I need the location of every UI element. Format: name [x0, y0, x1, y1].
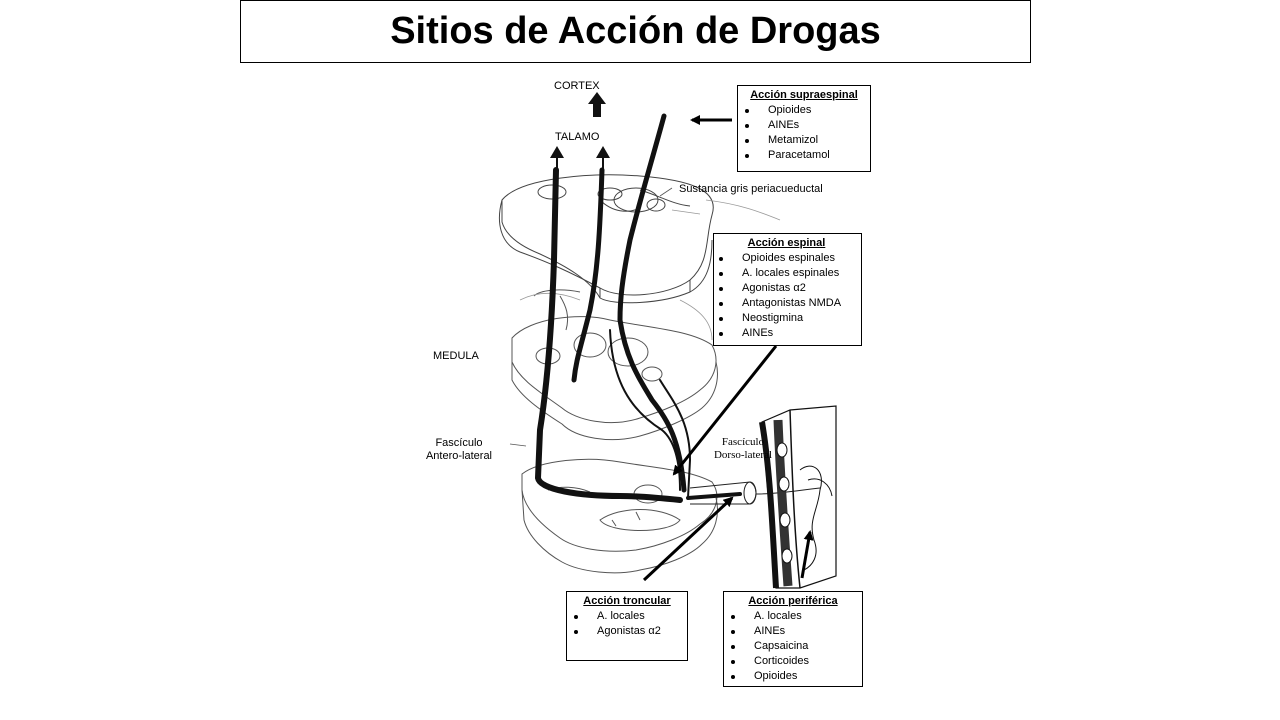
box-accion-supraespinal: Acción supraespinal Opioides AINEs Metam…: [737, 85, 871, 172]
box-supraespinal-list: Opioides AINEs Metamizol Paracetamol: [744, 103, 864, 163]
pointer-arrows: [642, 115, 814, 582]
upward-arrows: [550, 92, 610, 172]
list-item: A. locales espinales: [718, 266, 855, 281]
box-accion-troncular: Acción troncular A. locales Agonistas α2: [566, 591, 688, 661]
list-item: AINEs: [744, 118, 864, 133]
list-item: Opioides espinales: [718, 251, 855, 266]
label-sustancia-gris: Sustancia gris periacueductal: [679, 183, 823, 195]
list-item: Neostigmina: [718, 311, 855, 326]
peripheral-nerve: [689, 481, 821, 505]
list-item: A. locales: [573, 609, 681, 624]
list-item: Opioides: [744, 103, 864, 118]
list-item: Corticoides: [730, 654, 856, 669]
label-cortex: CORTEX: [554, 80, 600, 92]
list-item: Agonistas α2: [718, 281, 855, 296]
list-item: Metamizol: [744, 133, 864, 148]
list-item: Agonistas α2: [573, 624, 681, 639]
label-fasciculo-antero-line1: Fascículo: [435, 437, 483, 449]
label-fasciculo-dorso-line1: Fascículo: [721, 436, 765, 448]
ascending-pathways: [534, 113, 742, 503]
spinal-cord-slab: [521, 458, 718, 574]
box-troncular-title: Acción troncular: [583, 595, 671, 607]
label-fasciculo-dorso-line2: Dorso-lateral: [713, 449, 773, 461]
skin-tissue-block: [759, 405, 837, 589]
label-medula: MEDULA: [433, 350, 479, 362]
box-accion-espinal: Acción espinal Opioides espinales A. loc…: [713, 233, 862, 346]
box-accion-periferica: Acción periférica A. locales AINEs Capsa…: [723, 591, 863, 687]
label-fasciculo-antero-line2: Antero-lateral: [425, 450, 493, 462]
list-item: Paracetamol: [744, 148, 864, 163]
box-troncular-list: A. locales Agonistas α2: [573, 609, 681, 639]
box-espinal-list: Opioides espinales A. locales espinales …: [718, 251, 855, 341]
list-item: Antagonistas NMDA: [718, 296, 855, 311]
box-periferica-list: A. locales AINEs Capsaicina Corticoides …: [730, 609, 856, 684]
list-item: Opioides: [730, 669, 856, 684]
title-box: Sitios de Acción de Drogas: [240, 0, 1031, 63]
label-fasciculo-antero-lateral: Fascículo Antero-lateral: [415, 437, 503, 463]
list-item: A. locales: [730, 609, 856, 624]
medulla-slab: [511, 289, 718, 441]
box-supraespinal-title: Acción supraespinal: [750, 89, 858, 101]
list-item: Capsaicina: [730, 639, 856, 654]
list-item: AINEs: [718, 326, 855, 341]
list-item: AINEs: [730, 624, 856, 639]
slide-title: Sitios de Acción de Drogas: [390, 10, 881, 52]
box-espinal-title: Acción espinal: [747, 237, 826, 249]
box-periferica-title: Acción periférica: [748, 595, 838, 607]
label-fasciculo-dorso-lateral: Fascículo Dorso-lateral: [706, 436, 780, 462]
label-talamo: TALAMO: [555, 131, 600, 143]
